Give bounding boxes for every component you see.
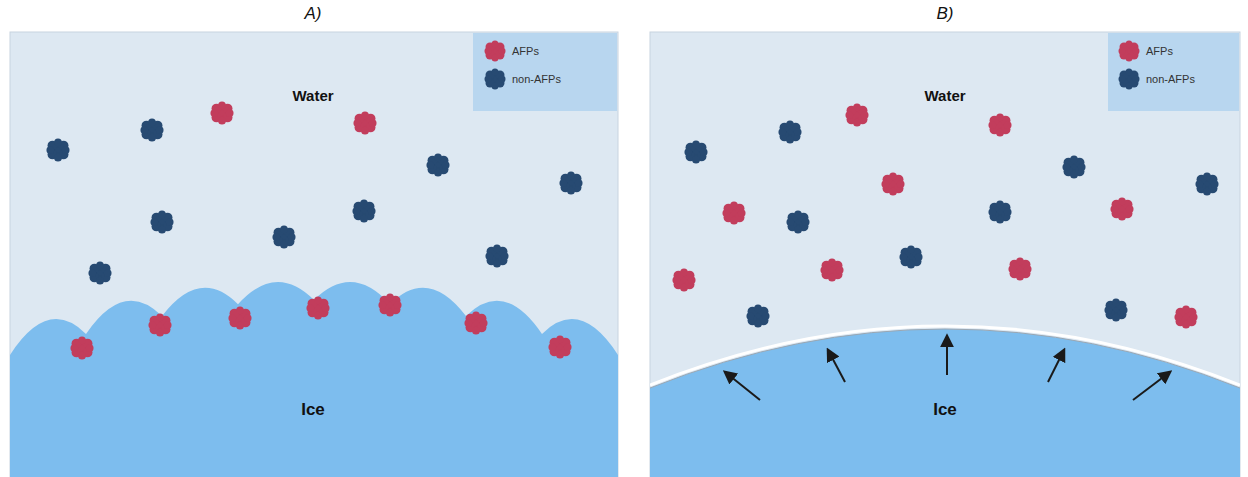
- legend-text: AFPs: [512, 45, 539, 57]
- legend-text: non-AFPs: [512, 73, 561, 85]
- region-label: Water: [924, 87, 965, 104]
- ice-front: [650, 326, 1240, 385]
- protein-icon: [1008, 257, 1031, 280]
- panel-ground: [10, 32, 618, 477]
- growth-arrow: [1133, 372, 1170, 400]
- protein-icon: [426, 153, 449, 176]
- legend-swatch: [1118, 68, 1140, 90]
- panel-title: B): [937, 4, 954, 24]
- legend-row: non-AFPs: [1118, 68, 1195, 90]
- growth-arrow: [1048, 350, 1064, 382]
- legend-panel: [1108, 33, 1239, 111]
- protein-icon: [684, 140, 707, 163]
- protein-icon: [210, 101, 233, 124]
- region-label: Ice: [301, 400, 325, 420]
- legend-text: AFPs: [1146, 45, 1173, 57]
- legend-swatch: [1118, 40, 1140, 62]
- protein-icon: [1174, 305, 1197, 328]
- ice-region: [10, 282, 618, 477]
- protein-icon: [1119, 69, 1140, 90]
- protein-icon: [820, 258, 843, 281]
- protein-icon: [70, 336, 93, 359]
- protein-icon: [881, 172, 904, 195]
- protein-icon: [150, 210, 173, 233]
- protein-icon: [378, 293, 401, 316]
- region-label: Water: [292, 87, 333, 104]
- legend-swatch: [484, 40, 506, 62]
- protein-icon: [228, 306, 251, 329]
- legend-row: AFPs: [484, 40, 539, 62]
- protein-icon: [353, 111, 376, 134]
- protein-icon: [845, 103, 868, 126]
- protein-icon: [1195, 172, 1218, 195]
- ice-region: [650, 329, 1240, 477]
- legend-panel: [473, 33, 617, 111]
- legend-text: non-AFPs: [1146, 73, 1195, 85]
- legend-row: AFPs: [1118, 40, 1173, 62]
- growth-arrow: [725, 372, 760, 400]
- panel-title: A): [305, 4, 322, 24]
- protein-icon: [1110, 197, 1133, 220]
- growth-arrow: [946, 336, 948, 375]
- protein-icon: [140, 118, 163, 141]
- protein-icon: [306, 296, 329, 319]
- protein-icon: [988, 113, 1011, 136]
- protein-icon: [786, 210, 809, 233]
- protein-icon: [485, 41, 506, 62]
- protein-icon: [272, 225, 295, 248]
- ice-front: [650, 329, 1240, 388]
- protein-icon: [1119, 41, 1140, 62]
- protein-icon: [352, 199, 375, 222]
- protein-icon: [88, 261, 111, 284]
- legend-swatch: [484, 68, 506, 90]
- protein-icon: [778, 120, 801, 143]
- legend-row: non-AFPs: [484, 68, 561, 90]
- protein-icon: [485, 244, 508, 267]
- protein-icon: [1062, 155, 1085, 178]
- protein-icon: [746, 304, 769, 327]
- growth-arrow: [828, 350, 845, 382]
- protein-icon: [148, 313, 171, 336]
- protein-icon: [1104, 298, 1127, 321]
- protein-icon: [722, 201, 745, 224]
- panel-ground: [650, 32, 1240, 477]
- protein-icon: [672, 268, 695, 291]
- protein-icon: [899, 245, 922, 268]
- protein-icon: [464, 311, 487, 334]
- region-label: Ice: [933, 400, 957, 420]
- protein-icon: [46, 138, 69, 161]
- protein-icon: [548, 335, 571, 358]
- protein-icon: [485, 69, 506, 90]
- protein-icon: [559, 171, 582, 194]
- protein-icon: [988, 200, 1011, 223]
